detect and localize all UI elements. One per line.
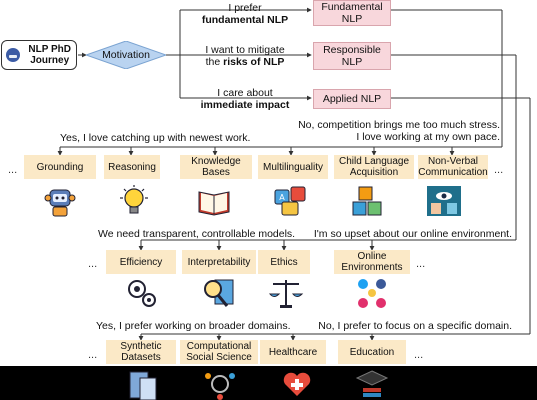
nlp-phd-journey-box: NLP PhD Journey: [1, 40, 77, 70]
topic-interpretability: Interpretability: [182, 250, 256, 274]
topic-efficiency: Efficiency: [106, 250, 176, 274]
topic-education: Education: [338, 340, 406, 364]
scales-icon: [268, 280, 304, 308]
topic-reasoning: Reasoning: [104, 155, 160, 179]
applied-nlp-box: Applied NLP: [313, 89, 391, 109]
fundamental-nlp-box: Fundamental NLP: [313, 0, 391, 26]
data-icon: [129, 371, 157, 400]
network-icon: [205, 373, 235, 400]
topic-healthcare: Healthcare: [260, 340, 326, 364]
prompt-responsible: I want to mitigate the risks of NLP: [205, 44, 285, 68]
gesture-icon: [427, 186, 461, 216]
topic-multilinguality: Multilinguality: [258, 155, 328, 179]
row1-ellipsis-left: ...: [8, 164, 18, 176]
languages-icon: A: [274, 186, 306, 216]
health-icon: [283, 372, 311, 396]
bottom-icon-strip: [0, 366, 537, 400]
magnifier-icon: [204, 279, 234, 307]
answer-transparent-models: We need transparent, controllable models…: [98, 228, 296, 240]
blocks-icon: [352, 186, 382, 216]
gears-icon: [128, 280, 156, 307]
row3-ellipsis-right: ...: [414, 349, 424, 361]
topic-ethics: Ethics: [258, 250, 310, 274]
prompt-fundamental: I prefer fundamental NLP: [201, 2, 289, 26]
prompt-applied: I care about immediate impact: [200, 87, 290, 111]
row2-ellipsis-right: ...: [416, 258, 426, 270]
row1-ellipsis-right: ...: [494, 164, 504, 176]
topic-grounding: Grounding: [24, 155, 96, 179]
row2-ellipsis-left: ...: [88, 258, 98, 270]
start-line2: Journey: [30, 55, 70, 66]
motivation-label: Motivation: [102, 49, 150, 61]
lightbulb-icon: [120, 185, 148, 214]
motivation-diamond: [86, 41, 166, 69]
phd-logo-icon: [6, 48, 20, 62]
answer-no-competition: No, competition brings me too much stres…: [298, 119, 500, 143]
start-line1: NLP PhD: [28, 44, 71, 55]
graduation-icon: [355, 370, 389, 397]
answer-newest-work: Yes, I love catching up with newest work…: [60, 132, 251, 144]
robot-icon: [44, 189, 76, 217]
svg-text:A: A: [279, 193, 285, 202]
responsible-nlp-box: Responsible NLP: [313, 42, 391, 70]
social-icon: [358, 279, 386, 308]
row3-ellipsis-left: ...: [88, 349, 98, 361]
answer-specific-domain: No, I prefer to focus on a specific doma…: [318, 320, 512, 332]
answer-online-environment: I'm so upset about our online environmen…: [313, 228, 512, 240]
answer-broader-domains: Yes, I prefer working on broader domains…: [96, 320, 291, 332]
book-icon: [198, 191, 230, 216]
